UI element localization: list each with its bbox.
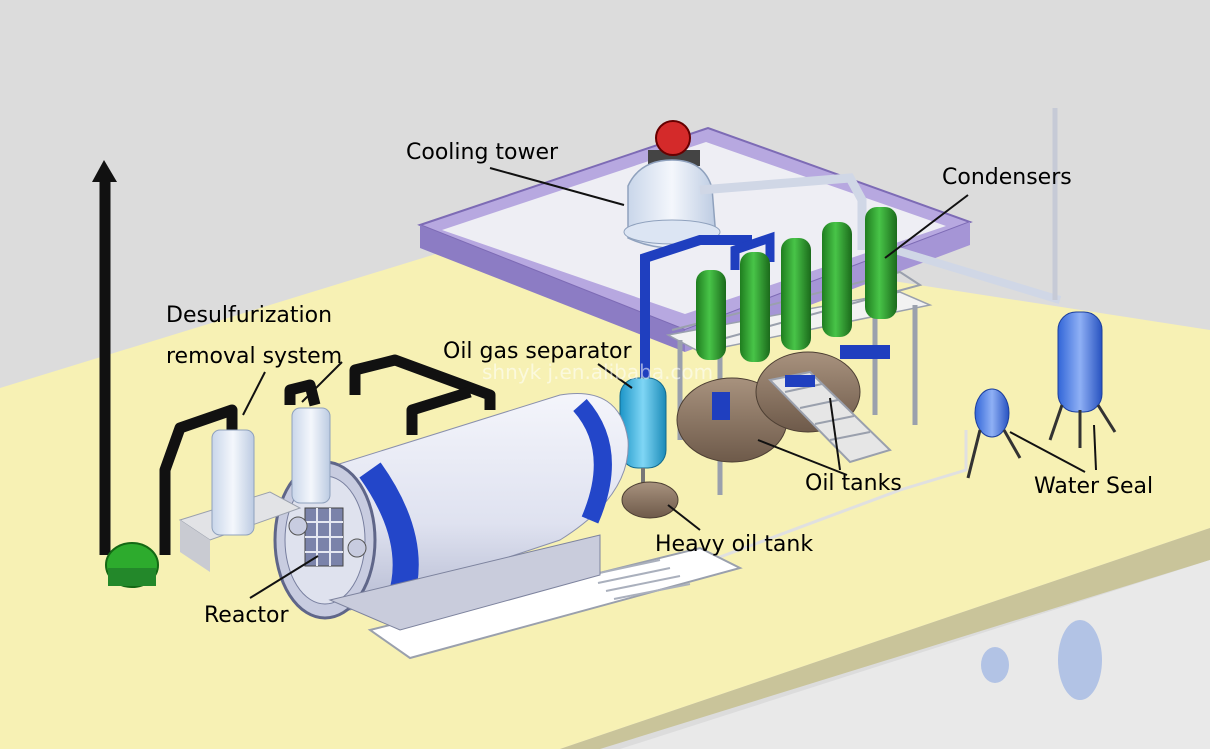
chimney-arrow [92, 160, 117, 182]
label-oil-tanks: Oil tanks [805, 471, 902, 496]
water-seals [711, 311, 1117, 562]
reactor [273, 393, 629, 631]
label-cooling-tower: Cooling tower [406, 140, 559, 165]
label-water-seal: Water Seal [1034, 474, 1154, 499]
label-oil-gas-separator: Oil gas separator [443, 339, 632, 364]
reflection-tanks [981, 620, 1102, 700]
leader-lines [242, 167, 1097, 599]
pit-steps [589, 559, 691, 600]
label-desulfurization-line1: Desulfurization [166, 303, 333, 328]
black-piping [99, 180, 496, 555]
cooling-pool-side-left [420, 225, 685, 352]
desulfurization-system [178, 407, 331, 572]
induced-draft-fan [105, 542, 159, 588]
label-reactor: Reactor [204, 603, 289, 628]
watermark-text: shnyk j.en.alibaba.com [482, 360, 714, 384]
label-desulfurization-line2: removal system [166, 344, 343, 369]
floor-reflection [620, 560, 1210, 749]
label-condensers: Condensers [942, 165, 1072, 190]
heavy-oil-tank [621, 481, 679, 519]
floor-slab-edge-right [560, 528, 1210, 749]
platform-stairs [767, 370, 892, 464]
label-heavy-oil-tank: Heavy oil tank [655, 532, 814, 557]
condensers [696, 207, 897, 362]
cooling-tower [623, 120, 721, 249]
